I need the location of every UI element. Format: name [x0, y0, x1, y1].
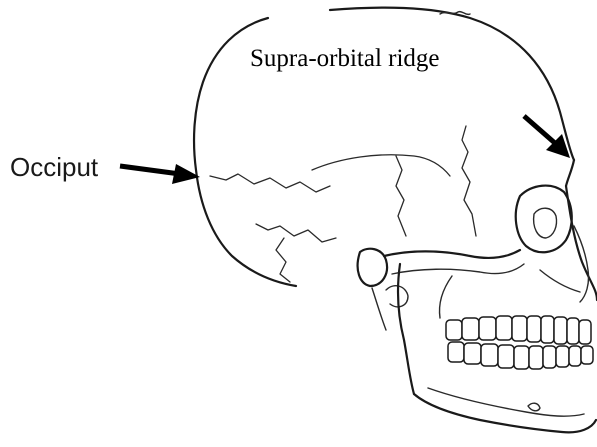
- lower-tooth: [498, 345, 514, 368]
- temporal-suture: [256, 224, 336, 242]
- lower-tooth: [481, 344, 498, 366]
- lower-tooth: [543, 346, 556, 368]
- upper-tooth: [527, 316, 541, 342]
- orbit-inner: [534, 208, 557, 238]
- teeth: [446, 316, 593, 369]
- supra-orbital-ridge-label: Supra-orbital ridge: [250, 45, 440, 72]
- frontal-edge: [566, 160, 574, 186]
- lower-tooth: [448, 342, 464, 362]
- parietal-inner-suture: [396, 156, 406, 236]
- upper-tooth: [567, 318, 579, 344]
- lower-tooth: [581, 346, 593, 364]
- lower-tooth: [556, 346, 569, 367]
- lambdoid-suture: [210, 174, 330, 192]
- mental-foramen: [528, 403, 540, 411]
- upper-tooth: [579, 320, 591, 344]
- zygomatic-arch: [384, 250, 520, 258]
- mastoid-process: [358, 249, 387, 286]
- supra-orbital-arrow-shaft: [524, 116, 556, 144]
- squamosal-suture: [312, 155, 450, 176]
- lower-tooth: [529, 346, 543, 369]
- upper-tooth: [462, 318, 479, 340]
- coronal-suture: [462, 126, 476, 236]
- upper-tooth: [446, 320, 462, 340]
- ramus-outline: [398, 264, 414, 394]
- mastoid-suture: [276, 238, 290, 282]
- upper-tooth: [479, 317, 496, 340]
- occiput-label: Occiput: [10, 152, 99, 182]
- cranium-vertex-outline: [330, 8, 574, 160]
- coronoid-process: [440, 276, 453, 318]
- orbit-outline: [516, 186, 572, 253]
- lower-tooth: [569, 346, 581, 366]
- maxilla-line: [540, 270, 580, 292]
- zygomatic-arch-lower: [392, 264, 524, 274]
- upper-tooth: [541, 316, 554, 343]
- mandible-outline: [414, 394, 596, 432]
- upper-tooth: [496, 316, 512, 340]
- upper-tooth: [512, 316, 527, 341]
- lower-tooth: [464, 343, 481, 364]
- styloid: [372, 288, 386, 330]
- lower-tooth: [514, 346, 529, 369]
- occiput-arrow-shaft: [120, 166, 180, 174]
- upper-tooth: [554, 317, 567, 344]
- occiput-arrow: [120, 164, 200, 184]
